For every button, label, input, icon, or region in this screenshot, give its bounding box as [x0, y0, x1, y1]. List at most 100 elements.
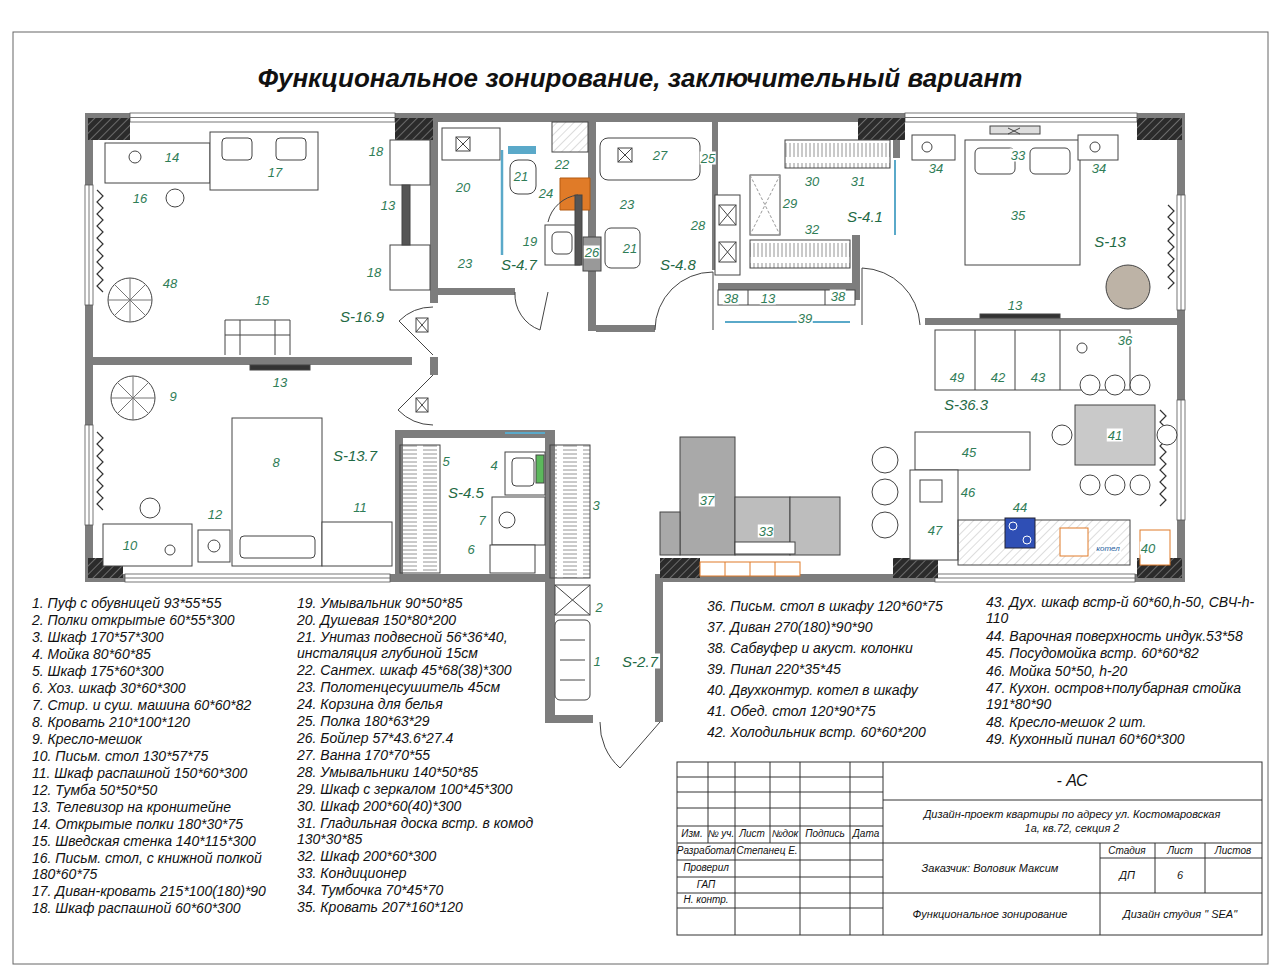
legend-item: 48. Кресло-мешок 2 шт. [986, 714, 1260, 730]
title-block-cell: Стадия [1108, 846, 1145, 856]
windows [89, 425, 90, 525]
title-block [1100, 858, 1262, 859]
furniture [442, 128, 500, 160]
columns [88, 118, 1182, 578]
windows [1181, 195, 1182, 310]
walls [92, 357, 412, 365]
furniture [735, 542, 795, 554]
furniture [1052, 425, 1072, 445]
title-block-cell: Разработал [677, 846, 735, 856]
furniture [1060, 330, 1061, 390]
callout-number: 4 [489, 459, 498, 472]
furniture [103, 524, 192, 566]
furniture [605, 228, 640, 268]
furniture [1105, 375, 1125, 395]
furniture [825, 290, 826, 305]
furniture [910, 470, 958, 560]
radiators [97, 432, 103, 510]
furniture [785, 140, 890, 168]
furniture [719, 205, 736, 225]
windows [130, 113, 395, 122]
furniture [719, 205, 736, 225]
legend-item: 1. Пуф с обувницей 93*55*55 [32, 595, 294, 611]
callout-number: 10 [122, 539, 138, 552]
legend-item: 4. Мойка 80*60*85 [32, 646, 294, 662]
furniture [276, 138, 306, 160]
room-area: S-4.8 [658, 257, 698, 272]
furniture [718, 290, 855, 305]
callout-number: 32 [804, 223, 820, 236]
callout-number: 9 [168, 390, 177, 403]
furniture [965, 140, 1080, 265]
callout-number: 41 [1107, 429, 1123, 442]
callout-number: 12 [207, 508, 223, 521]
title-block-cell: Листов [1215, 846, 1251, 856]
callout-number: 15 [254, 294, 270, 307]
furniture [490, 545, 535, 573]
callout-number: 26 [584, 246, 600, 259]
doors [540, 292, 548, 330]
furniture [165, 545, 175, 555]
furniture [111, 376, 155, 420]
furniture [501, 150, 504, 255]
callout-number: 6 [466, 543, 475, 556]
title-block-cell: Функциональное зонирование [913, 909, 1068, 920]
title-block-cell: Проверил [683, 863, 729, 873]
title-block [677, 893, 883, 894]
callout-number: 23 [619, 198, 635, 211]
furniture [1015, 330, 1016, 390]
furniture [990, 126, 1040, 134]
windows [130, 117, 395, 118]
callout-number: 49 [949, 371, 965, 384]
room-area: S-36.3 [942, 397, 990, 412]
room-area: S-4.7 [499, 257, 539, 272]
furniture [322, 522, 392, 566]
legend-item: 34. Тумбочка 70*45*70 [297, 882, 565, 898]
legend-item: 17. Диван-кровать 215*100(180)*90 [32, 883, 294, 899]
furniture [1130, 475, 1150, 495]
legend-item: 44. Варочная поверхность индук.53*58 [986, 628, 1260, 644]
furniture [198, 530, 230, 562]
walls [85, 113, 93, 582]
callout-number: 42 [990, 371, 1006, 384]
legend-item: 45. Посудомойка встр. 60*60*82 [986, 645, 1260, 661]
title-block-cell: Подпись [805, 829, 845, 839]
furniture [1105, 475, 1125, 495]
furniture [1080, 375, 1100, 395]
furniture [915, 432, 1030, 470]
legend-item: 46. Мойка 50*50, h-20 [986, 663, 1260, 679]
furniture [980, 314, 1060, 318]
legend-item: 15. Шведская стенка 140*115*300 [32, 833, 294, 849]
doors [600, 722, 620, 768]
furniture [166, 189, 184, 207]
callout-number: 16 [132, 192, 148, 205]
windows [935, 578, 1135, 579]
callout-number: 17 [267, 166, 283, 179]
callout-number: 46 [960, 486, 976, 499]
furniture [1080, 475, 1100, 495]
walls [588, 113, 596, 331]
callout-number: 47 [927, 524, 943, 537]
furniture [250, 365, 310, 370]
legend-item: 40. Двухконтур. котел в шкафу [707, 682, 977, 698]
callout-number: 13 [380, 199, 396, 212]
title-block-cell: №док [772, 829, 799, 839]
legend-item: 47. Кухон. остров+полубарная стойка 191*… [986, 680, 1260, 712]
furniture [912, 135, 955, 160]
furniture [1030, 148, 1070, 174]
doors [505, 432, 545, 434]
callout-number: 19 [522, 235, 538, 248]
furniture [750, 175, 780, 235]
title-block [770, 762, 771, 843]
callout-number: 36 [1117, 334, 1133, 347]
legend-item: 27. Ванна 170*70*55 [297, 747, 565, 763]
doors [416, 318, 428, 332]
furniture [1060, 528, 1088, 556]
walls [438, 288, 515, 295]
furniture [790, 497, 840, 555]
callout-number: 18 [366, 266, 382, 279]
legend-item: 23. Полотенцесушитель 45см [297, 679, 565, 695]
callout-number: 21 [622, 242, 638, 255]
callout-number: 40 [1140, 542, 1156, 555]
radiators [1168, 205, 1174, 289]
